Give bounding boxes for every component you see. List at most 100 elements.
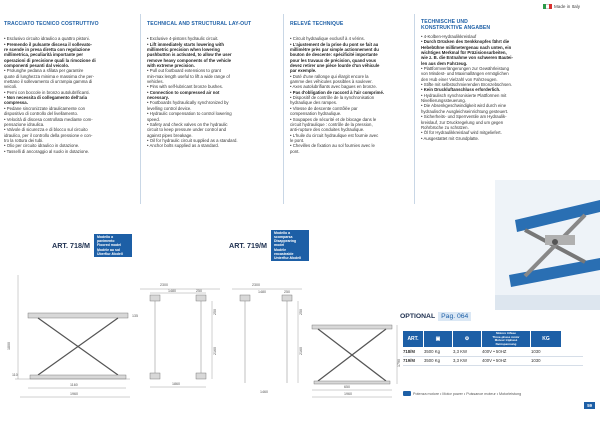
- text-line: circuit hydraulique : contrôle de la pre…: [290, 121, 373, 127]
- text-line: • Perni con boccole in bronzo autolubrif…: [4, 89, 90, 95]
- dim-label: 135: [132, 314, 138, 318]
- dim-label: 110: [12, 373, 18, 377]
- motor-header-fr: Moteur triphasé: [494, 338, 518, 342]
- italy-flag-icon: [542, 4, 552, 9]
- made-in-italy: Made in Italy: [542, 4, 580, 9]
- row-load: 3500 Kg: [424, 348, 441, 354]
- row-power: 3,3 KW: [453, 348, 468, 354]
- dim-label: 250: [284, 290, 290, 294]
- text-line: circuit to keep pressure under control a…: [147, 127, 227, 133]
- model-type-box: Modello a pavimento Floored model Modèle…: [93, 233, 132, 258]
- text-line: compressa.: [4, 100, 28, 106]
- column-title: TECHNISCHE UND KONSTRUKTIVE ANGABEN: [421, 19, 491, 31]
- row-load: 3500 Kg: [424, 358, 441, 364]
- text-line: pushbutton is activated, to allow the us…: [147, 52, 232, 58]
- dim-label: 2160: [213, 347, 217, 355]
- column-text: • Esclusivo circuito idraulico a quattro…: [4, 36, 135, 154]
- spec-header: ART. ▣ ⚙ Motore trifase Three-phase moto…: [403, 331, 583, 347]
- optional-label: OPTIONAL: [400, 313, 436, 320]
- text-line: wichtiges Merkmal für Präzisionsarbeiten…: [421, 50, 507, 56]
- dim-label: 1860: [172, 382, 180, 386]
- text-line: remove heavy components of the vehicle: [147, 57, 232, 63]
- motor-header-de: Netzspannung: [495, 341, 517, 346]
- model-type-fr: Modèle au sol: [96, 247, 121, 252]
- text-line: • Exclusive 4-pistons hydraulic circuit.: [147, 36, 219, 42]
- description-columns: TRACCIATO TECNICO COSTRUTTIVO • Esclusiv…: [0, 14, 600, 204]
- text-line: hydraulique des rampes.: [290, 100, 338, 106]
- dim-label: 1460: [260, 390, 268, 394]
- text-line: devez retirer une pièce lourde d'un véhi…: [290, 63, 380, 69]
- text-line: le pont.: [290, 137, 305, 143]
- dim-label: 650: [344, 385, 350, 389]
- text-line: millimètre près par simple actionnement …: [290, 47, 379, 53]
- drawing-718: 2300 1480 250 1800 110 135 1160 1960 250…: [7, 275, 220, 398]
- text-line: veicoli.: [4, 84, 18, 90]
- motor-header-en: Three-phase motor: [492, 334, 520, 339]
- text-line: componenti pesanti dal veicolo.: [4, 63, 70, 69]
- text-line: mettano il sollevamento di un'ampia gamm…: [4, 79, 93, 85]
- text-line: • Premendo il pulsante discesa il sollev…: [4, 41, 92, 47]
- text-line: • Circuit hydraulique exclusif à 4 vérin…: [290, 36, 365, 42]
- scissor-lift-illustration: [495, 180, 600, 310]
- text-line: Rohrbrüche zu schützen.: [421, 124, 469, 130]
- text-line: • Dispositif de contrôle de la synchroni…: [290, 95, 375, 101]
- text-line: • Oil for hydraulic circuit supplied as …: [147, 137, 238, 143]
- page-number: 59: [584, 402, 595, 409]
- dim-label: 1960: [70, 392, 78, 396]
- model-art-label: ART. 719/M: [229, 241, 267, 250]
- text-line: tro la rottura dei tubi.: [4, 137, 44, 143]
- motor-power-icon: [403, 391, 411, 396]
- dim-label: 250: [196, 289, 202, 293]
- column-text: • Circuit hydraulique exclusif à 4 vérin…: [290, 36, 409, 154]
- dim-label: 250: [213, 309, 217, 315]
- text-line: • Pas d'obligation de raccord à l'air co…: [290, 89, 385, 95]
- text-line: • Tasselli di ancoraggio al suolo in dot…: [4, 148, 90, 154]
- text-line: dispositivo di controllo del livellament…: [4, 111, 79, 117]
- column-title: TRACCIATO TECNICO COSTRUTTIVO: [4, 21, 99, 27]
- text-line: pont.: [290, 148, 300, 154]
- dim-label: 2160: [299, 347, 303, 355]
- text-line: • Valvole di sicurezza e di blocco sul c…: [4, 127, 88, 133]
- text-line: • Durch Drücken des Senkknopfes fährt di…: [421, 39, 510, 45]
- model-type-en: Floored model: [96, 243, 122, 248]
- model-art-label: ART. 718/M: [52, 241, 90, 250]
- text-line: • Chevilles de fixation au sol fournies …: [290, 143, 375, 149]
- text-line: • Vitesse de descente contrôlée par: [290, 105, 358, 111]
- text-line: • Anchor bolts supplied as a standard.: [147, 143, 219, 149]
- motor-voltage-header: Motore trifase Three-phase motor Moteur …: [482, 331, 530, 347]
- text-line: pensazione idraulica.: [4, 121, 45, 127]
- text-line: • L'huile du circuit hydraulique est fou…: [290, 132, 379, 138]
- row-weight: 1030: [531, 358, 541, 364]
- text-line: par exemple.: [290, 68, 317, 74]
- spec-table: ART. ▣ ⚙ Motore trifase Three-phase moto…: [403, 331, 583, 366]
- text-line: wie z. B. die Entnahme von schweren Baut…: [421, 55, 513, 61]
- model-719-header: ART. 719/M Modello a scomparsa Disappear…: [229, 229, 309, 262]
- column-english: TECHNICAL AND STRUCTURAL LAY-OUT • Exclu…: [140, 14, 283, 204]
- text-line: • Stifte mit selbstschmierenden Bronzebü…: [421, 82, 513, 88]
- text-line: • Hydraulic compensation to control lowe…: [147, 111, 232, 117]
- column-german: TECHNISCHE UND KONSTRUKTIVE ANGABEN • 4-…: [414, 14, 600, 204]
- text-line: • Ausgestattet mit Grundplatte.: [421, 135, 480, 141]
- model-type-box: Modello a scomparsa Disappearing model M…: [270, 229, 309, 262]
- model-type-fr: Modèle encastrable: [273, 247, 294, 256]
- model-type-it: Modello a pavimento: [96, 235, 115, 244]
- text-line: millimetric precision when lowering: [147, 47, 220, 53]
- model-718-header: ART. 718/M Modello a pavimento Floored m…: [52, 233, 132, 258]
- dim-label: 1790: [397, 359, 401, 367]
- row-weight: 1030: [531, 348, 541, 354]
- text-line: vehicles.: [147, 79, 164, 85]
- text-line: von Mindest- und Maximallängen ermöglich…: [421, 71, 509, 77]
- dim-label: 250: [299, 309, 303, 315]
- row-voltage: 400V • 50HZ: [482, 348, 507, 354]
- text-line: • L'ajustement de la prise du pont se fa…: [290, 41, 379, 47]
- table-row: 719/M 3500 Kg 3,3 KW 400V • 50HZ 1030: [403, 357, 583, 366]
- text-line: • Olio per circuito idraulico in dotazio…: [4, 143, 80, 149]
- text-line: • Safety and check valves on the hydraul…: [147, 121, 228, 127]
- text-line: • Plattformverlängerungen zur Gewährleis…: [421, 66, 509, 72]
- dim-label: 2300: [252, 283, 260, 287]
- row-art: 719/M: [403, 358, 415, 364]
- optional-page[interactable]: Pag. 064: [438, 312, 472, 321]
- text-line: len aus dem Fahrzeug.: [421, 60, 468, 66]
- text-line: • Pins with self-lubricant bronze bushes…: [147, 84, 224, 90]
- text-line: • Kein Druckluftanschluss erforderlich.: [421, 87, 501, 93]
